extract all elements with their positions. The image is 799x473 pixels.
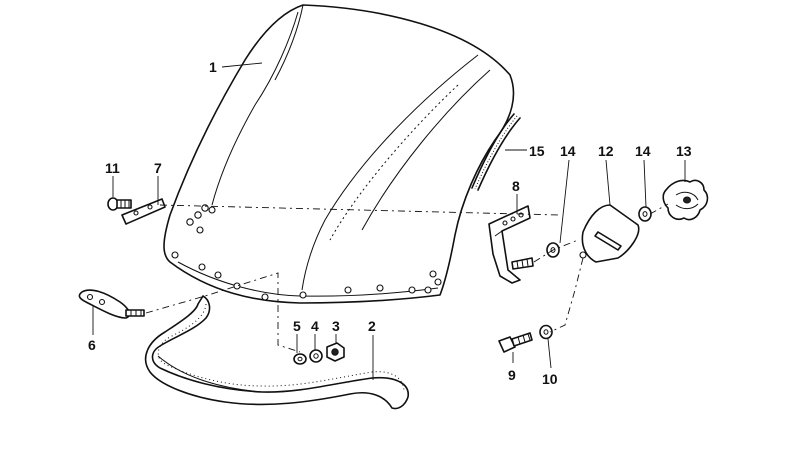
rubber-seal-part bbox=[144, 295, 409, 410]
nut-3-part bbox=[326, 342, 345, 362]
callout-14-left: 14 bbox=[560, 143, 576, 159]
callout-2: 2 bbox=[368, 318, 376, 334]
bolt-9-part bbox=[498, 332, 533, 353]
callout-15: 15 bbox=[529, 143, 545, 159]
washer-10-part bbox=[539, 324, 553, 340]
callout-3: 3 bbox=[332, 318, 340, 334]
edge-trim-part bbox=[471, 113, 521, 191]
callout-9: 9 bbox=[508, 367, 516, 383]
washer-14b-part bbox=[638, 206, 652, 222]
screw-11-part bbox=[107, 197, 132, 211]
callout-1: 1 bbox=[209, 59, 217, 75]
callout-8: 8 bbox=[512, 178, 520, 194]
stud-part bbox=[511, 257, 534, 270]
washer-5-part bbox=[293, 353, 307, 365]
windscreen-part bbox=[163, 4, 515, 304]
callout-14-right: 14 bbox=[635, 143, 651, 159]
slotted-plate-12-part bbox=[579, 204, 640, 263]
callout-10: 10 bbox=[542, 371, 558, 387]
leader-lines bbox=[92, 62, 686, 380]
clamp-strip-7-part bbox=[121, 198, 166, 225]
assembly-lines bbox=[145, 203, 669, 353]
callout-12: 12 bbox=[598, 143, 614, 159]
callout-11: 11 bbox=[105, 160, 120, 176]
callout-5: 5 bbox=[293, 318, 301, 334]
callout-7: 7 bbox=[154, 160, 162, 176]
washer-4-part bbox=[309, 349, 323, 363]
callout-4: 4 bbox=[311, 318, 319, 334]
callout-6: 6 bbox=[88, 337, 96, 353]
bracket-6-part bbox=[78, 289, 145, 319]
angle-bracket-8-part bbox=[488, 205, 531, 284]
star-knob-13-part bbox=[662, 179, 709, 221]
callout-13: 13 bbox=[676, 143, 692, 159]
callout-labels: 1 2 3 4 5 6 7 8 9 10 11 12 13 14 14 15 bbox=[88, 59, 692, 387]
